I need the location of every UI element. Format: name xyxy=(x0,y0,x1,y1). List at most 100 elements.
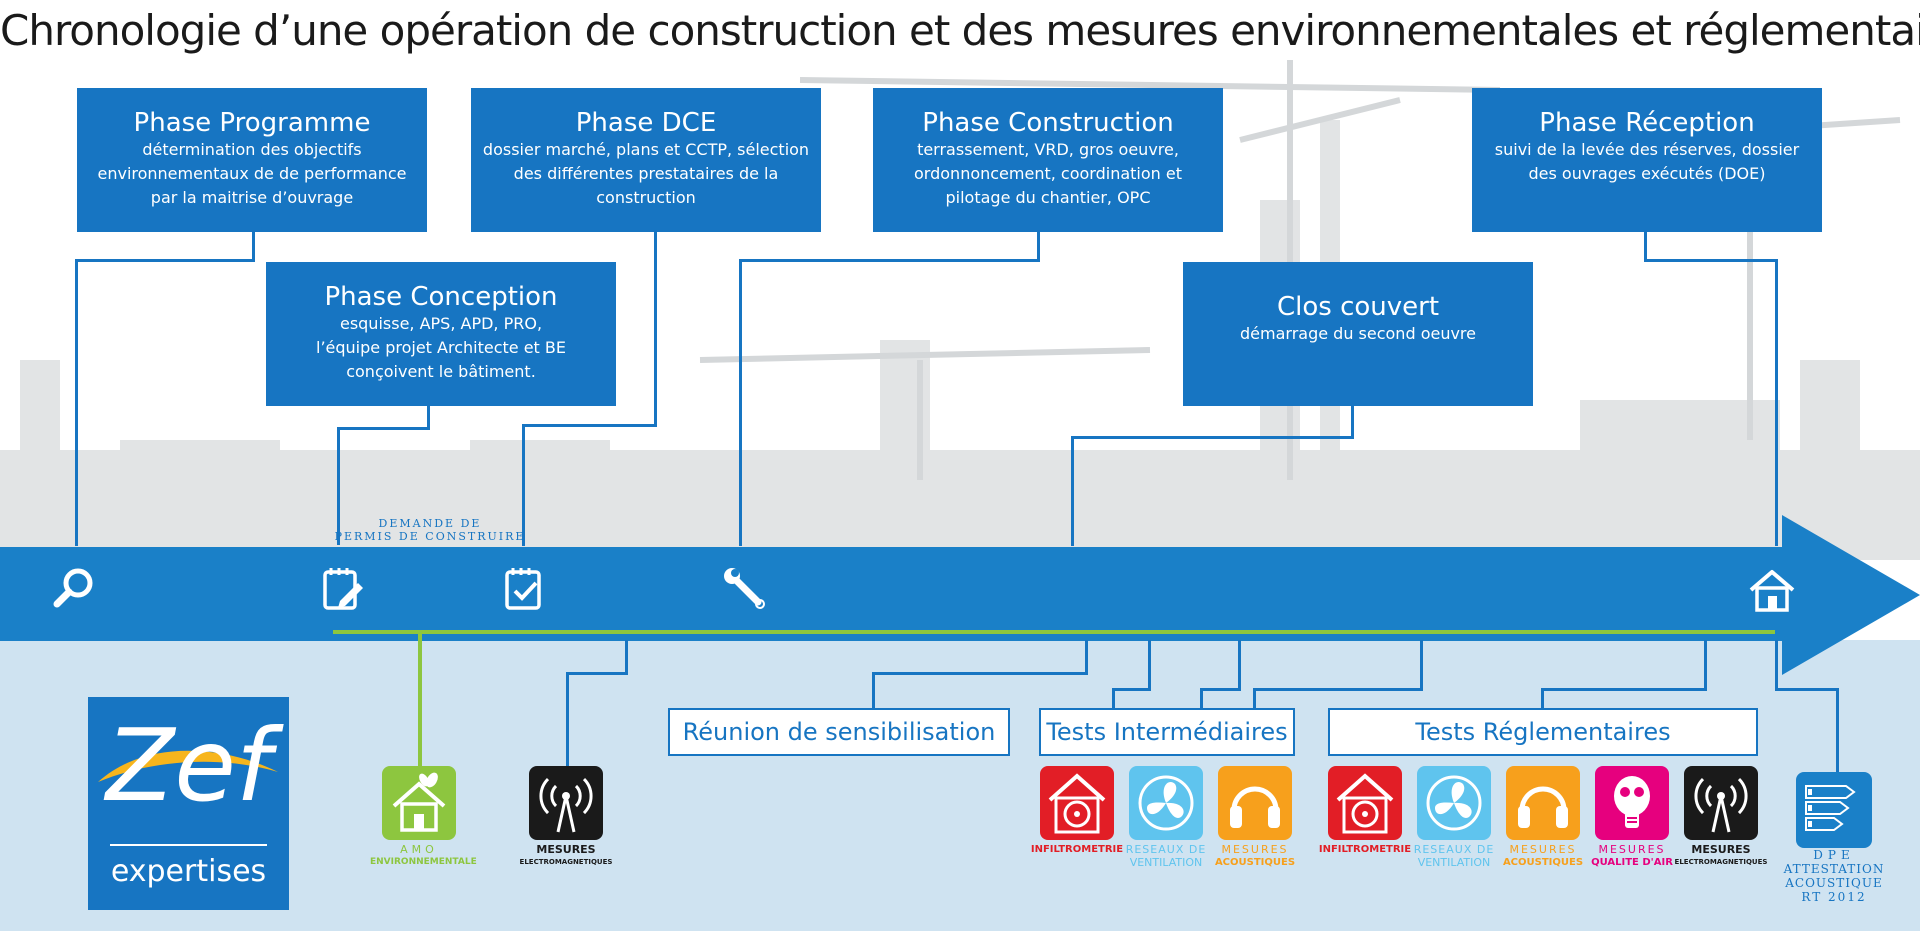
amo-caption: AMO ENVIRONNEMENTALE xyxy=(370,843,477,869)
amo-caption-line1: AMO xyxy=(400,843,438,856)
logo-divider xyxy=(110,844,267,846)
reseaux-caption-line1: RESEAUX DE xyxy=(1125,843,1207,856)
connector-programme-h xyxy=(75,259,255,262)
phase-description: terrassement, VRD, gros oeuvre, ordonnon… xyxy=(914,140,1182,207)
connector-mesures-elec-h xyxy=(566,672,628,675)
connector-tests-inter-2v xyxy=(1200,688,1203,708)
connector-tests-regl-v2 xyxy=(1541,688,1544,708)
connector-reunion-v xyxy=(1085,640,1088,674)
acoustiques-caption-line1: MESURES xyxy=(1221,843,1289,856)
reseaux-ventilation-tile xyxy=(1129,766,1203,840)
reseaux-caption-2: RESEAUX DE VENTILATION xyxy=(1403,843,1505,869)
phase-conception-box: Phase Conception esquisse, APS, APD, PRO… xyxy=(266,262,616,406)
page-title: Chronologie d’une opération de construct… xyxy=(0,6,1920,55)
phase-programme-box: Phase Programme détermination des object… xyxy=(77,88,427,232)
connector-dpe-v xyxy=(1775,640,1778,690)
connector-tests-inter-3 xyxy=(1420,640,1423,690)
phase-description: dossier marché, plans et CCTP, sélection… xyxy=(482,140,810,207)
headphones-icon xyxy=(1230,786,1280,828)
dpe-caption-line2: ATTESTATION xyxy=(1783,862,1885,876)
connector-dpe-v2 xyxy=(1836,688,1839,772)
search-icon xyxy=(53,568,93,608)
dpe-caption-line3: ACOUSTIQUE xyxy=(1785,876,1883,890)
phase-description: suivi de la levée des réserves, dossier … xyxy=(1494,140,1800,183)
connector-mesures-elec-v2 xyxy=(566,672,569,767)
edit-note-icon xyxy=(323,568,363,610)
dpe-tile xyxy=(1796,772,1872,848)
connector-reunion-h xyxy=(872,672,1088,675)
qualite-air-caption-line2: QUALITE D'AIR xyxy=(1591,857,1673,868)
headphones-icon xyxy=(1518,786,1568,828)
infiltrometrie-fan-icon xyxy=(1048,773,1106,834)
mesures-elec-caption-2: MESURES ELECTROMAGNETIQUES xyxy=(1670,843,1772,869)
qualite-air-caption-line1: MESURES xyxy=(1598,843,1666,856)
acoustiques-caption-2: MESURES ACOUSTIQUES xyxy=(1492,843,1594,869)
antenna-icon xyxy=(1694,777,1748,833)
mesures-elec-caption-line1: MESURES xyxy=(1691,843,1751,856)
connector-programme-v2 xyxy=(252,232,255,262)
wrench-icon xyxy=(724,568,765,609)
connector-programme xyxy=(75,259,78,546)
mesures-elec-caption-line2: ELECTROMAGNETIQUES xyxy=(519,858,613,866)
ventilation-fan-icon xyxy=(1426,775,1482,831)
phase-clos-couvert-box: Clos couvert démarrage du second oeuvre xyxy=(1183,262,1533,406)
phase-title: Clos couvert xyxy=(1276,292,1440,322)
green-track-line xyxy=(333,630,1775,634)
connector-dce-h xyxy=(522,424,657,427)
permis-line2: PERMIS DE CONSTRUIRE xyxy=(334,530,526,543)
phase-dce-box: Phase DCE dossier marché, plans et CCTP,… xyxy=(471,88,821,232)
connector-reception-v xyxy=(1644,232,1647,262)
connector-tests-regl-v xyxy=(1704,640,1707,690)
reseaux-caption-line2: VENTILATION xyxy=(1129,856,1203,869)
gas-mask-icon xyxy=(1614,776,1650,828)
infiltrometrie-fan-icon xyxy=(1336,773,1394,834)
qualite-air-caption: MESURES QUALITE D'AIR xyxy=(1581,843,1683,869)
dpe-caption: DPE ATTESTATION ACOUSTIQUE RT 2012 xyxy=(1776,848,1892,904)
phase-description: détermination des objectifs environnemen… xyxy=(97,140,407,207)
zef-swoosh-icon xyxy=(98,750,278,782)
mesures-electromagnetiques-tile xyxy=(529,766,603,840)
phase-description: esquisse, APS, APD, PRO, l’équipe projet… xyxy=(316,314,566,381)
energy-label-icon xyxy=(1805,785,1856,831)
antenna-icon xyxy=(539,777,593,833)
mesures-elec-caption: MESURES ELECTROMAGNETIQUES xyxy=(515,843,617,869)
phase-title: Phase DCE xyxy=(575,108,717,138)
mesures-qualite-air-tile xyxy=(1595,766,1669,840)
permis-line1: DEMANDE DE xyxy=(378,517,482,530)
acoustiques-caption-line2: ACOUSTIQUES xyxy=(1214,857,1296,868)
permis-de-construire-label: DEMANDE DE PERMIS DE CONSTRUIRE xyxy=(330,517,530,543)
mesures-elec-caption-line2: ELECTROMAGNETIQUES xyxy=(1674,858,1768,866)
amo-caption-line2: ENVIRONNEMENTALE xyxy=(370,857,477,867)
connector-tests-inter-1 xyxy=(1148,640,1151,690)
connector-clos-h xyxy=(1071,436,1354,439)
connector-tests-inter-2h xyxy=(1200,688,1241,691)
connector-conception-v2 xyxy=(337,427,340,545)
phase-construction-box: Phase Construction terrassement, VRD, gr… xyxy=(873,88,1223,232)
reseaux-caption: RESEAUX DE VENTILATION xyxy=(1115,843,1217,869)
connector-dce-v2 xyxy=(522,424,525,546)
connector-tests-inter-3v xyxy=(1253,688,1256,708)
connector-tests-regl-h xyxy=(1541,688,1707,691)
reseaux-caption-line1: RESEAUX DE xyxy=(1413,843,1495,856)
connector-clos-v2 xyxy=(1071,436,1074,546)
mesures-acoustiques-tile xyxy=(1218,766,1292,840)
mesures-acoustiques-tile-2 xyxy=(1506,766,1580,840)
tests-reglementaires-label: Tests Réglementaires xyxy=(1328,708,1758,756)
acoustiques-caption-line1: MESURES xyxy=(1509,843,1577,856)
connector-tests-inter-3h xyxy=(1253,688,1423,691)
phase-title: Phase Programme xyxy=(133,108,371,138)
connector-clos-v xyxy=(1351,405,1354,439)
connector-amo xyxy=(418,630,422,770)
connector-conception-v xyxy=(427,405,430,430)
phase-title: Phase Construction xyxy=(922,108,1174,138)
connector-construction-h xyxy=(739,259,1040,262)
reseaux-ventilation-tile-2 xyxy=(1417,766,1491,840)
connector-tests-inter-1h xyxy=(1112,688,1151,691)
acoustiques-caption-line2: ACOUSTIQUES xyxy=(1502,857,1584,868)
logo-sub: expertises xyxy=(110,854,267,889)
zef-expertises-logo: Zef expertises xyxy=(88,697,289,910)
logo-brand: Zef xyxy=(105,707,272,824)
connector-tests-inter-1v xyxy=(1112,688,1115,708)
acoustiques-caption: MESURES ACOUSTIQUES xyxy=(1204,843,1306,869)
ventilation-fan-icon xyxy=(1138,775,1194,831)
